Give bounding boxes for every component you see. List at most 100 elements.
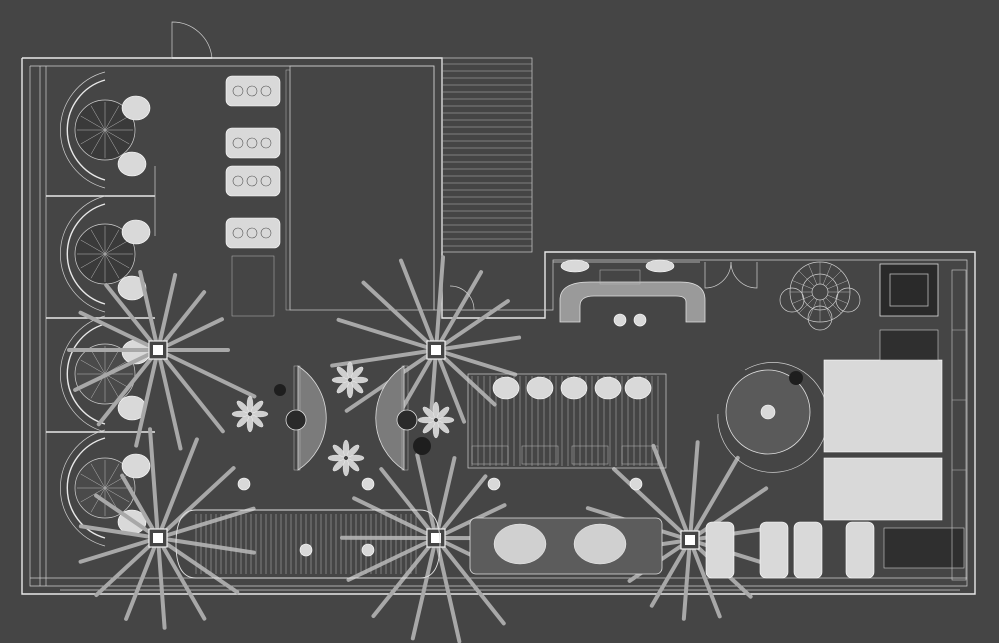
upper-chair (260, 85, 272, 97)
booth-table-pattern (104, 253, 120, 279)
tree-branch (434, 348, 497, 407)
plant-leaf (332, 444, 346, 458)
plant-leaf (436, 406, 450, 420)
banquette-seat (521, 445, 559, 465)
booth-bench (66, 323, 106, 425)
entrance-door (171, 21, 213, 59)
tree-branch (120, 473, 160, 540)
plant-leaf (336, 366, 350, 380)
deco-spoke (808, 264, 818, 285)
plant-leaf (342, 459, 350, 477)
upper-chair (260, 137, 272, 149)
booth-outline (60, 195, 106, 313)
deco-chair (807, 305, 833, 331)
deco-spoke (798, 297, 815, 314)
banquette-seat (571, 445, 609, 465)
banquette-chair (526, 376, 554, 400)
deco-spoke (822, 299, 832, 320)
booth-table-pattern (104, 373, 130, 389)
stool (629, 477, 643, 491)
tree-branch (379, 467, 438, 540)
plant-leaf (236, 414, 250, 428)
upper-chair (232, 175, 244, 187)
deco-spoke (825, 297, 842, 314)
plant-leaf (231, 410, 249, 418)
upper-tables (225, 75, 281, 317)
plant-leaf (351, 376, 369, 384)
booth-table-pattern (104, 105, 120, 131)
booth-table-pattern (104, 115, 130, 131)
tree-branch (148, 427, 160, 540)
booth-table-pattern (80, 115, 106, 131)
tree-branch (156, 536, 167, 630)
booth-table-pattern (90, 487, 106, 513)
plant-leaf (350, 366, 364, 380)
deco-chair (835, 287, 861, 313)
booth-table-pattern (90, 463, 106, 489)
round-table-east (717, 362, 829, 473)
tree-branch (78, 310, 160, 352)
tree-branch (434, 456, 457, 540)
tree-branch (434, 348, 518, 377)
tree-branch (156, 536, 240, 595)
booth-table-pattern (104, 129, 130, 145)
tree-branch (651, 443, 692, 542)
upper-table (225, 165, 281, 197)
plant-leaf (246, 395, 254, 413)
upper-chair (246, 227, 258, 239)
plant (327, 439, 365, 477)
plant-leaf (422, 406, 436, 420)
booth-table-pattern (104, 373, 120, 399)
tree-branch (96, 348, 160, 427)
booth-table-pattern (80, 487, 106, 503)
banquette-chair (624, 376, 652, 400)
tree-branch (434, 536, 462, 643)
column-core (153, 533, 163, 543)
booth-table-pattern (104, 473, 130, 489)
plant-leaf (346, 458, 360, 472)
booth-table-pattern (104, 463, 120, 489)
stool (613, 313, 627, 327)
column-core (431, 345, 441, 355)
plant-leaf (246, 415, 254, 433)
plant-leaf (236, 400, 250, 414)
booth-outline (60, 71, 106, 189)
upper-chair (246, 137, 258, 149)
plant-leaf (251, 410, 269, 418)
deco-spoke (822, 264, 832, 285)
banquette-seat (621, 445, 659, 465)
booth-bench (66, 437, 106, 539)
bottom-right-booths (469, 517, 875, 579)
booth-table-pattern (80, 253, 106, 269)
half-round-tables (274, 365, 431, 471)
deco-spoke (798, 270, 815, 287)
plant-leaf (347, 454, 365, 462)
tree-branch (156, 348, 257, 399)
stool (487, 477, 501, 491)
column-core (685, 535, 695, 545)
upper-chair (260, 227, 272, 239)
plant-leaf (331, 376, 349, 384)
booth-table-pattern (104, 239, 130, 255)
plant-leaf (432, 401, 440, 419)
tree-branch (346, 536, 438, 582)
tree (67, 270, 257, 451)
tree-branch (434, 270, 484, 352)
booth-chair (117, 275, 147, 301)
tree-branch (352, 496, 438, 540)
tree-branch (124, 536, 160, 621)
booth-table-pattern (90, 105, 106, 131)
upper-hall (285, 65, 435, 311)
booth-bench (66, 79, 106, 181)
upper-table (225, 217, 281, 249)
booth-table-pattern (80, 129, 106, 145)
outdoor-deck (441, 57, 533, 253)
deco-spoke (827, 280, 848, 290)
upper-chair (246, 85, 258, 97)
round-booth (60, 71, 151, 189)
plant-leaf (346, 444, 360, 458)
upper-chair (232, 85, 244, 97)
booth-chair (121, 219, 151, 245)
booth-table-pattern (80, 473, 106, 489)
tree-branch (415, 453, 438, 540)
